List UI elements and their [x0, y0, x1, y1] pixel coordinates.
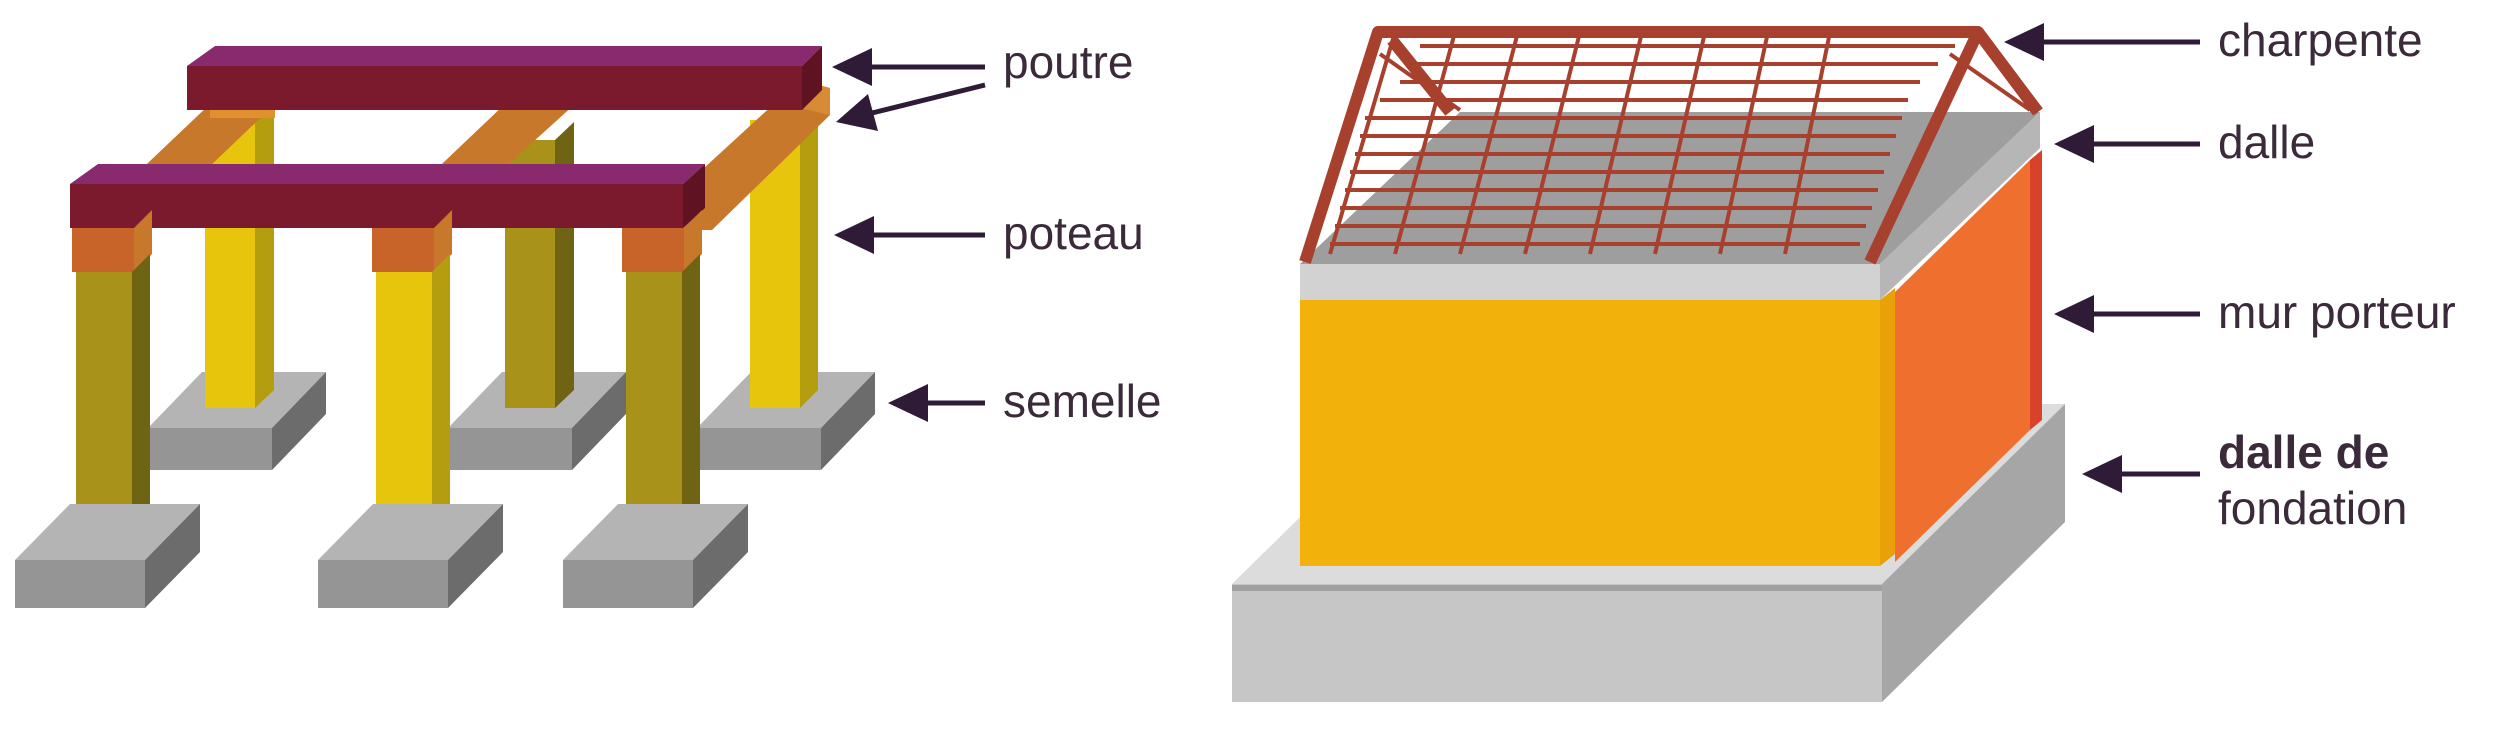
arrow-poutre-1: [832, 48, 985, 86]
arrow-dalle-de-fondation: [2082, 455, 2200, 493]
post-front-3: [626, 254, 700, 540]
right-arrows: [2004, 23, 2200, 493]
arrow-poutre-2: [836, 82, 986, 131]
front-wall: [1300, 288, 1895, 566]
post-cap-front-2: [372, 228, 434, 272]
bearing-wall-house: [1232, 26, 2065, 702]
beam-front: [70, 164, 705, 228]
beam-back: [187, 46, 822, 110]
side-wall: [1895, 150, 2042, 562]
post-cap-front-1: [72, 228, 134, 272]
footing-front-3: [563, 504, 748, 608]
arrow-charpente: [2004, 23, 2200, 61]
label-mur-porteur: mur porteur: [2218, 286, 2456, 338]
roof-frame: [1299, 26, 2043, 265]
label-charpente: charpente: [2218, 14, 2423, 66]
label-poutre: poutre: [1003, 36, 1133, 88]
label-poteau: poteau: [1003, 207, 1144, 259]
arrow-dalle: [2054, 125, 2200, 163]
label-semelle: semelle: [1003, 375, 1162, 427]
arrow-mur-porteur: [2054, 295, 2200, 333]
footing-front-1: [15, 504, 200, 608]
arrow-semelle: [888, 384, 985, 422]
footing-front-2: [318, 504, 503, 608]
label-dalle: dalle: [2218, 116, 2315, 168]
post-front-1: [76, 254, 150, 540]
post-beam-frame: [15, 46, 875, 608]
post-cap-front-3: [622, 228, 684, 272]
arrow-poteau: [834, 216, 985, 254]
left-arrows: [832, 48, 986, 422]
post-front-2: [376, 254, 450, 540]
label-fondation: fondation: [2218, 482, 2407, 534]
label-dalle-de: dalle de: [2218, 426, 2389, 478]
